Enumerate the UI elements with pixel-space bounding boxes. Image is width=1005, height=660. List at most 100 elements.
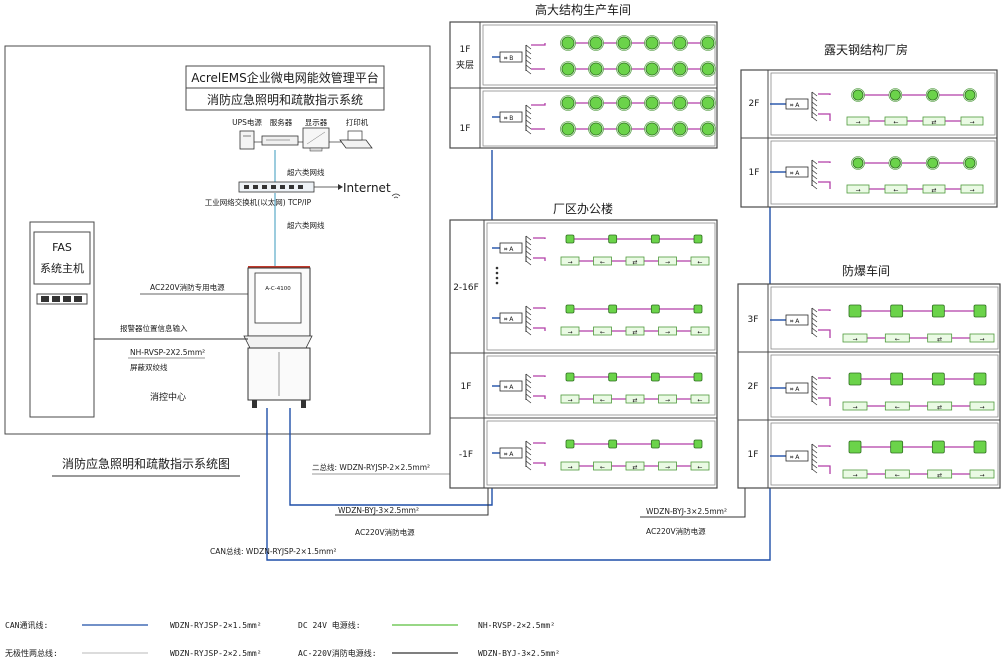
fas-title: FAS [52,241,72,254]
printer-icon [339,130,373,149]
office-f0b-light-lamp-1 [608,304,618,314]
office-f0a-sign-2-arrow-icon: ⇄ [632,259,637,266]
legend-2-spec: NH-RVSP-2×2.5mm² [478,621,555,630]
office-f0a-sign-1 [593,256,612,266]
office-f1-light-lamp-0 [565,372,575,382]
explosion-f0-sign-0 [842,333,868,343]
steel-f1-sign-3 [960,184,984,194]
steel-f1-sign-0 [846,184,870,194]
office-fm1-controller-glyph: ⌗ A [504,451,514,458]
office-fm1-sign-2-arrow-icon: ⇄ [632,464,637,471]
steel-f1-sign-1-arrow-icon: ← [893,187,898,194]
can-bus-label: CAN总线: WDZN-RYJSP-2×1.5mm² [210,546,337,556]
explosion-f2-sign-3 [969,469,995,479]
steel-f0-light-lamp-0 [852,89,864,101]
office-f1-sign-2-arrow-icon: ⇄ [632,397,637,404]
office-fm1-light-lamp-0 [565,439,575,449]
building-office-title: 厂区办公楼 [553,201,613,216]
steel-f1-controller-glyph: ⌗ A [790,170,800,177]
explosion-f2-sign-1 [884,469,910,479]
explosion-f1-sign-3-arrow-icon: → [979,404,984,411]
steel-f0-controller [785,98,809,110]
office-f1-controller-glyph: ⌗ A [504,384,514,391]
office-f0a-light-lamp-0 [565,234,575,244]
can-bus-line-main [266,408,495,561]
office-f0a-controller-glyph: ⌗ A [504,246,514,253]
explosion-f2-sign-0-arrow-icon: → [852,472,857,479]
fas-host-screen [33,231,91,285]
wireless-icon [391,193,401,199]
tall-f0-lower-lamp-1 [589,62,603,76]
office-f0b-light-lamp-0 [565,304,575,314]
office-f1-sign-3 [658,394,677,404]
nh-cable-type: 屏蔽双绞线 [130,362,168,372]
tall-f0-lower-lamp-3 [645,62,659,76]
floor-label-steel-1: 1F [749,168,760,178]
floor-label-explosion-0: 3F [748,315,759,325]
tall-f1-upper-lamp-1 [589,96,603,110]
legend-0-spec: WDZN-RYJSP-2×1.5mm² [170,621,262,630]
server-label: 服务器 [270,117,293,127]
tall-f1-upper-lamp-5 [701,96,715,110]
office-f0a-sign-0-arrow-icon: → [567,259,572,266]
explosion-f1-sign-1 [884,401,910,411]
ac-left-label: AC220V消防电源 [355,527,415,537]
office-f0a-sign-4-arrow-icon: ← [697,259,702,266]
explosion-f0-sign-2 [927,333,953,343]
office-fm1-sign-4-arrow-icon: ← [697,464,702,471]
explosion-f0-light-lamp-0 [848,304,862,318]
tall-f1-upper-lamp-4 [673,96,687,110]
tall-f1-lower-lamp-2 [617,122,631,136]
office-fm1-sign-4 [690,461,710,471]
floor-label-office-0: 2-16F [453,283,479,293]
monitor-label: 显示器 [305,118,328,127]
office-fm1-light-lamp-3 [693,439,703,449]
explosion-f0-sign-3-arrow-icon: → [979,336,984,343]
control-center-frame [4,45,431,435]
office-f1-light-lamp-2 [650,372,660,382]
office-f1-sign-4-arrow-icon: ← [697,397,702,404]
office-f0b-sign-2-arrow-icon: ⇄ [632,329,637,336]
explosion-f0-controller [785,314,809,326]
tall-f0-lower-lamp-2 [617,62,631,76]
explosion-f1-light-lamp-0 [848,372,862,386]
explosion-f2-sign-1-arrow-icon: ← [895,472,900,479]
nh-cable-spec: NH-RVSP-2X2.5mm² [130,348,205,357]
office-f1-sign-0-arrow-icon: → [567,397,572,404]
office-fm1-sign-1-arrow-icon: ← [600,464,605,471]
ac-right-label: AC220V消防电源 [646,526,706,536]
tall-f0-lower-lamp-0 [561,62,575,76]
explosion-f0-sign-1 [884,333,910,343]
office-f0b-sign-4-arrow-icon: ← [697,329,702,336]
cable-upper-label: 超六类网线 [287,167,325,177]
explosion-f2-controller-glyph: ⌗ A [790,454,800,461]
explosion-f1-sign-2-arrow-icon: ⇄ [937,404,942,411]
steel-f0-sign-2-arrow-icon: ⇄ [931,119,936,126]
building-tall-title: 高大结构生产车间 [535,2,631,17]
steel-f0-light-lamp-1 [889,89,901,101]
explosion-f1-controller [785,382,809,394]
office-f1-light-lamp-3 [693,372,703,382]
office-fm1-sign-1 [593,461,612,471]
explosion-f2-controller [785,450,809,462]
steel-f1-light-lamp-1 [889,157,901,169]
explosion-f0-light-lamp-1 [890,304,904,318]
office-f1-light-lamp-1 [608,372,618,382]
office-fm1-sign-2 [625,461,645,471]
building-explosion-title: 防爆车间 [842,263,890,278]
legend-0-name: CAN通讯线: [5,620,48,630]
tall-f1-controller [499,111,523,123]
office-f0a-light-lamp-1 [608,234,618,244]
system-title: 消防应急照明和疏散指示系统 [207,92,363,107]
cable-lower-label: 超六类网线 [287,220,325,230]
floor-label-steel-0: 2F [749,99,760,109]
explosion-f2-light-lamp-3 [973,440,987,454]
legend-3-spec: WDZN-BYJ-3×2.5mm² [478,649,560,658]
steel-f0-sign-3 [960,116,984,126]
office-fm1-sign-0-arrow-icon: → [567,464,572,471]
more-floors-dots [495,266,499,285]
fas-host-panel [36,293,88,305]
explosion-f1-sign-0-arrow-icon: → [852,404,857,411]
steel-f0-sign-0 [846,116,870,126]
steel-f1-controller [785,166,809,178]
